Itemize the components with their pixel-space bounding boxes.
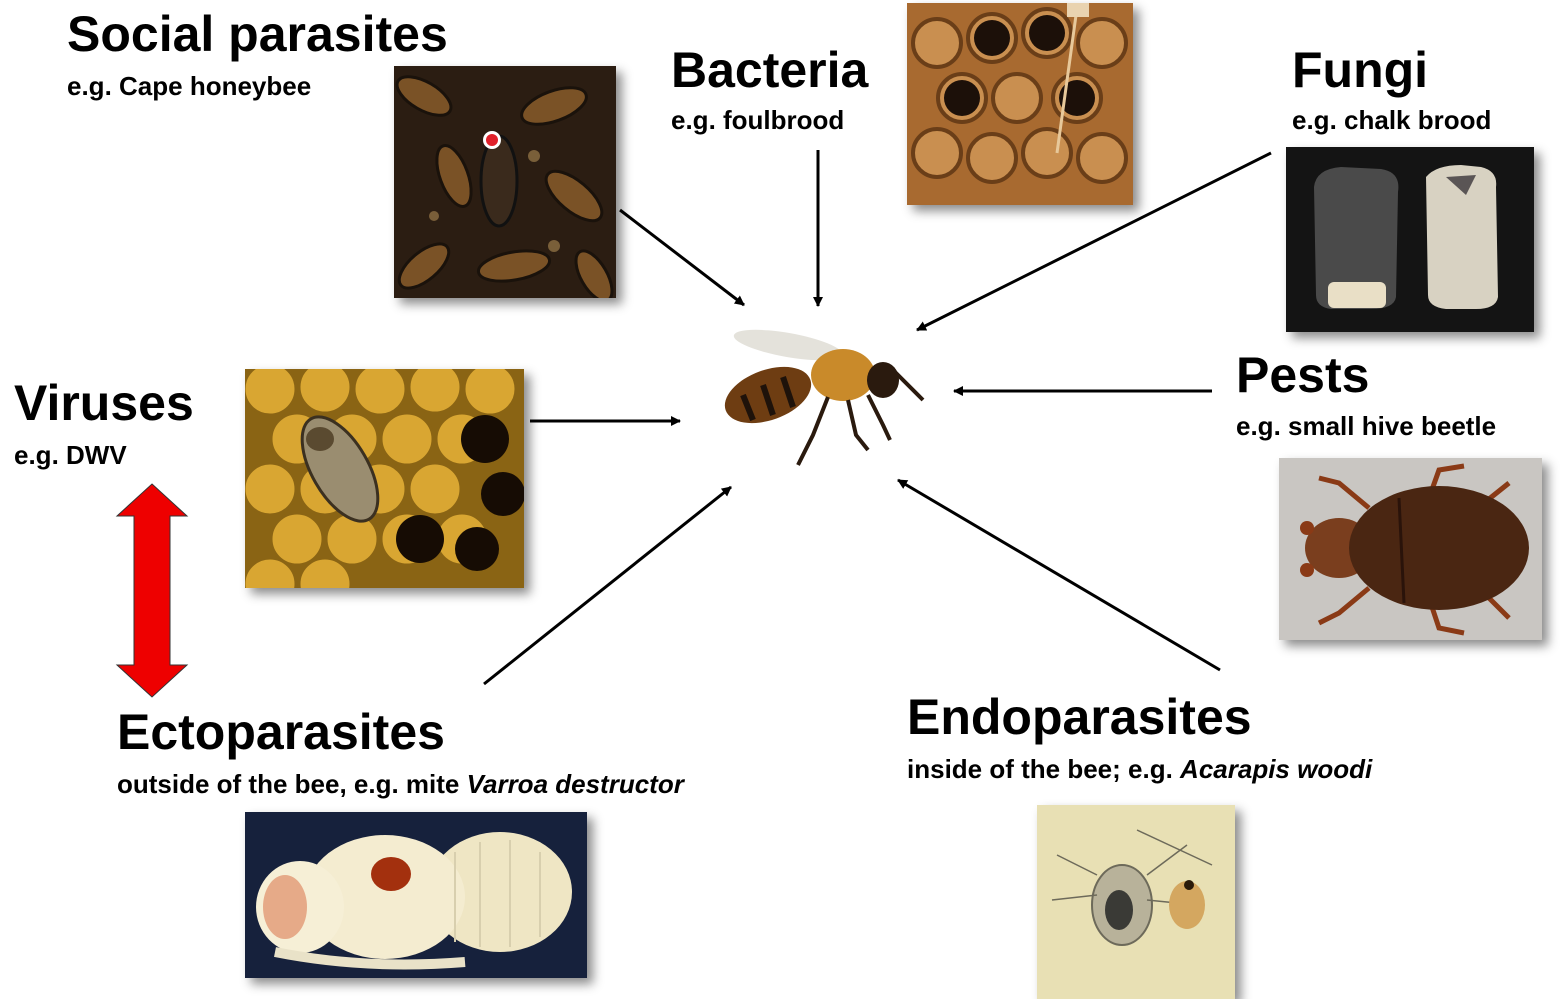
endoparasites-subtitle: inside of the bee; e.g. Acarapis woodi xyxy=(907,756,1372,782)
ectoparasites-subtitle: outside of the bee, e.g. mite Varroa des… xyxy=(117,771,684,797)
endoparasites-title: Endoparasites xyxy=(907,692,1252,742)
bacteria-subtitle: e.g. foulbrood xyxy=(671,107,844,133)
bacteria-title: Bacteria xyxy=(671,45,868,95)
viruses-subtitle: e.g. DWV xyxy=(14,442,127,468)
social-parasites-title: Social parasites xyxy=(67,9,448,59)
cape-honeybee-photo xyxy=(394,66,616,298)
endoparasites-subtitle-prefix: inside of the bee; e.g. xyxy=(907,754,1180,784)
pests-subtitle: e.g. small hive beetle xyxy=(1236,413,1496,439)
arrow-social-parasites xyxy=(620,210,744,305)
honeybee-center-image xyxy=(718,325,928,470)
ectoparasites-subtitle-prefix: outside of the bee, e.g. mite xyxy=(117,769,467,799)
fungi-title: Fungi xyxy=(1292,45,1428,95)
chalk-brood-mummies-photo xyxy=(1286,147,1534,332)
pests-title: Pests xyxy=(1236,350,1369,400)
endoparasites-species: Acarapis woodi xyxy=(1180,754,1372,784)
arrow-endoparasites xyxy=(898,480,1220,670)
red-double-arrow xyxy=(117,484,187,697)
foulbrood-comb-photo xyxy=(907,3,1133,205)
viruses-title: Viruses xyxy=(14,378,194,428)
varroa-on-pupa-photo xyxy=(245,812,587,978)
ectoparasites-species: Varroa destructor xyxy=(467,769,684,799)
tracheal-mite-micrograph xyxy=(1037,805,1235,999)
social-parasites-subtitle: e.g. Cape honeybee xyxy=(67,73,311,99)
ectoparasites-title: Ectoparasites xyxy=(117,707,445,757)
dwv-bee-on-comb-photo xyxy=(245,369,524,588)
fungi-subtitle: e.g. chalk brood xyxy=(1292,107,1491,133)
small-hive-beetle-photo xyxy=(1279,458,1542,640)
